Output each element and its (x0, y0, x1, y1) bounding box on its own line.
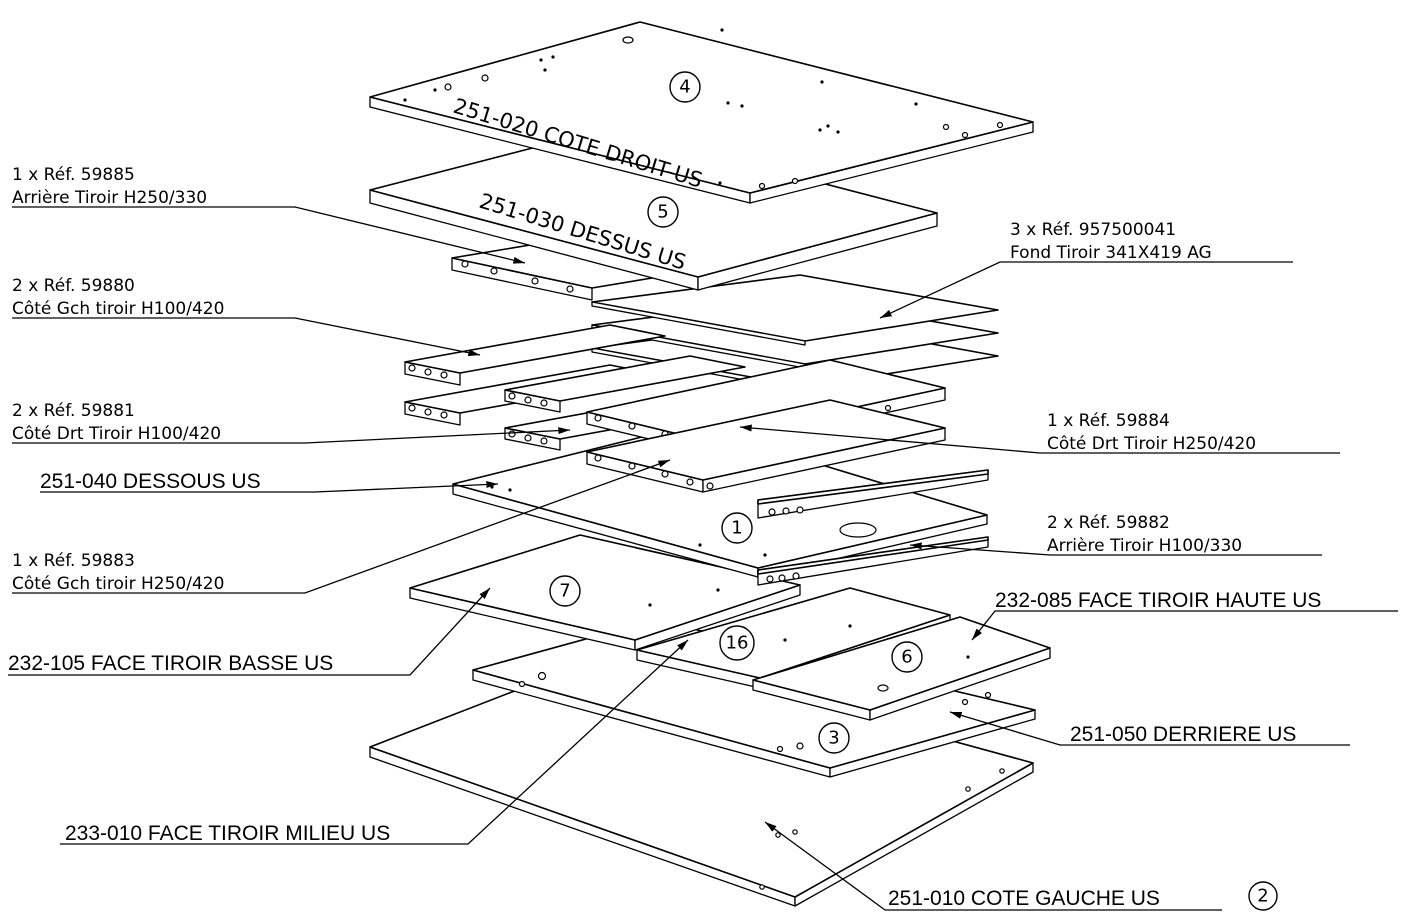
drawer-side-59882-b (757, 469, 989, 519)
drawer-side-59880 (404, 324, 666, 386)
balloon-3: 3 (818, 722, 850, 754)
ref-59884-qty: 1 x Réf. 59884 (1047, 411, 1170, 431)
label-face-basse: 232-105 FACE TIROIR BASSE US (8, 652, 333, 675)
svg-text:6: 6 (901, 647, 912, 668)
ref-59885-qty: 1 x Réf. 59885 (12, 165, 135, 185)
ref-59883-qty: 1 x Réf. 59883 (12, 551, 135, 571)
svg-text:2: 2 (1257, 886, 1268, 907)
ref-59881-name: Côté Drt Tiroir H100/420 (12, 424, 221, 444)
svg-text:3: 3 (828, 728, 839, 749)
svg-text:5: 5 (657, 202, 668, 223)
ref-59883-name: Côté Gch tiroir H250/420 (12, 574, 224, 594)
balloon-5: 5 (647, 196, 679, 228)
drawer-side-59881-b (504, 355, 746, 413)
ref-59882-qty: 2 x Réf. 59882 (1047, 513, 1170, 533)
balloon-16: 16 (719, 625, 755, 661)
balloon-1: 1 (721, 512, 753, 544)
ref-59880-name: Côté Gch tiroir H100/420 (12, 299, 224, 319)
ref-59880-qty: 2 x Réf. 59880 (12, 276, 135, 296)
balloon-7: 7 (549, 575, 581, 607)
label-face-haute: 232-085 FACE TIROIR HAUTE US (995, 589, 1321, 612)
ref-59885-name: Arrière Tiroir H250/330 (12, 188, 207, 208)
balloon-4: 4 (669, 71, 701, 103)
balloon-6: 6 (891, 641, 923, 673)
label-cote-gauche: 251-010 COTE GAUCHE US (888, 887, 1160, 910)
leader-lines (8, 206, 1398, 911)
svg-text:16: 16 (726, 633, 749, 654)
ref-59884-name: Côté Drt Tiroir H250/420 (1047, 434, 1256, 454)
drawer-side-59883 (586, 399, 946, 493)
svg-text:1: 1 (731, 518, 742, 539)
ref-957500041-qty: 3 x Réf. 957500041 (1010, 220, 1176, 240)
ref-59882-name: Arrière Tiroir H100/330 (1047, 536, 1242, 556)
ref-59881-qty: 2 x Réf. 59881 (12, 401, 135, 421)
panel-cote-droit (369, 21, 1034, 204)
ref-957500041-name: Fond Tiroir 341X419 AG (1010, 243, 1212, 263)
svg-text:4: 4 (679, 77, 690, 98)
label-derriere: 251-050 DERRIERE US (1070, 723, 1296, 746)
label-dessous: 251-040 DESSOUS US (40, 470, 261, 493)
label-face-milieu: 233-010 FACE TIROIR MILIEU US (65, 822, 390, 845)
drawer-back-59885 (451, 239, 701, 301)
panel-face-basse (409, 534, 801, 651)
balloon-2: 2 (1248, 881, 1278, 911)
svg-text:7: 7 (559, 581, 570, 602)
